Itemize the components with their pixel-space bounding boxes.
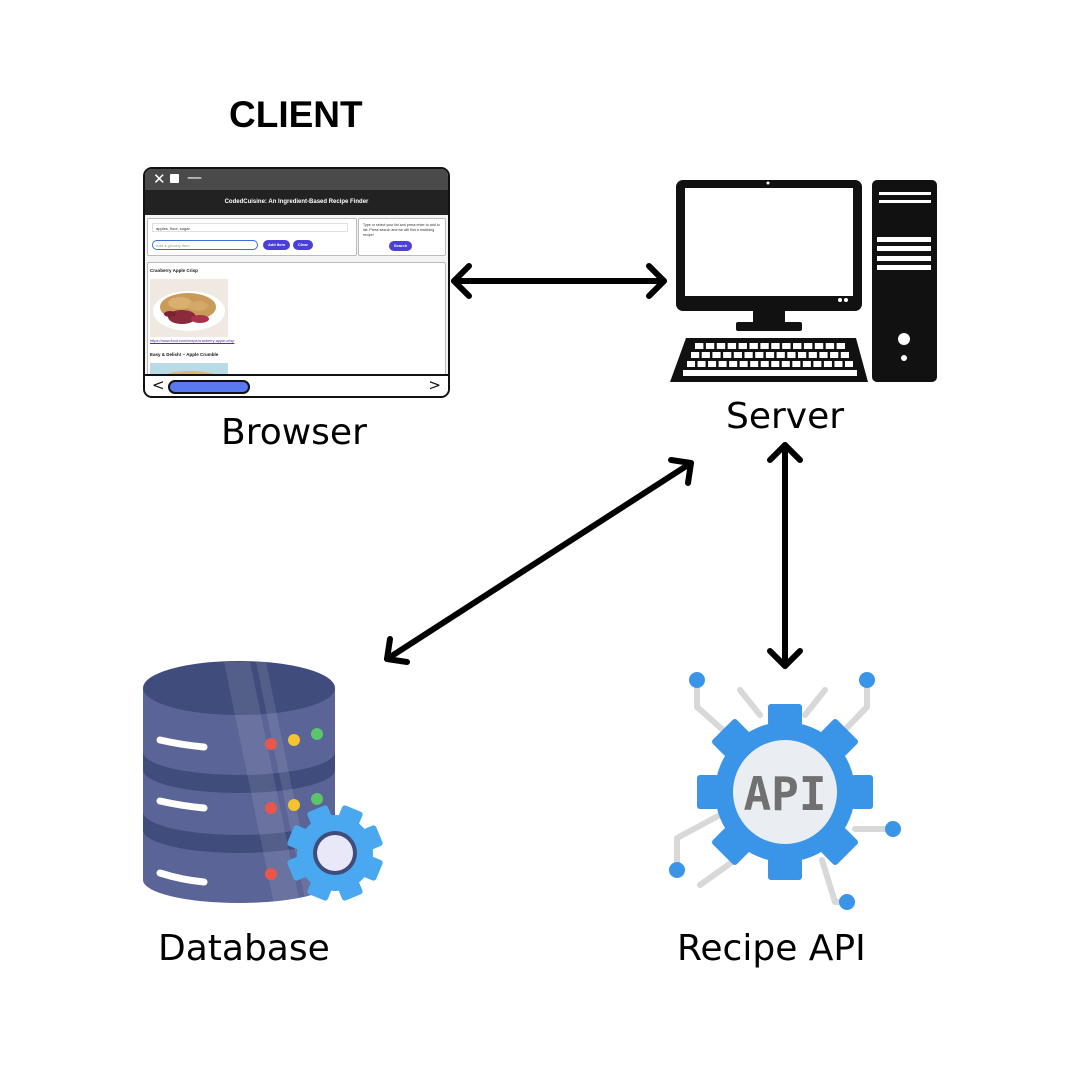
server-label: Server <box>726 396 845 437</box>
keyboard-key <box>844 361 853 367</box>
scrollbar-thumb[interactable] <box>168 380 250 394</box>
keyboard-key <box>697 361 706 367</box>
results-panel: Cranberry Apple Crisp https://www.food.c… <box>147 262 446 376</box>
api-gear-icon: API <box>669 672 901 910</box>
recipe-api-label: Recipe API <box>677 928 866 969</box>
keyboard-key <box>834 361 843 367</box>
keyboard-key <box>793 343 802 349</box>
arrow-browser-server <box>451 263 667 299</box>
scroll-right-icon[interactable]: > <box>428 376 441 394</box>
keyboard-key <box>708 361 717 367</box>
keyboard-key <box>750 361 759 367</box>
search-button[interactable]: Search <box>389 241 412 251</box>
keyboard-key <box>781 361 790 367</box>
keyboard-key <box>823 361 832 367</box>
keyboard-key <box>830 352 839 358</box>
keyboard-key <box>825 343 835 349</box>
add-item-button[interactable]: Add Item <box>263 240 290 250</box>
api-badge-text: API <box>743 767 826 821</box>
keyboard-key <box>744 352 753 358</box>
maximize-icon[interactable] <box>170 174 179 183</box>
close-icon[interactable]: ✕ <box>153 170 166 188</box>
server-tower <box>872 180 937 382</box>
monitor-screen <box>685 188 853 296</box>
keyboard-key <box>808 352 817 358</box>
keyboard-key <box>776 352 785 358</box>
settings-gear-icon <box>287 805 383 901</box>
keyboard-key <box>718 361 727 367</box>
keyboard-key <box>739 361 748 367</box>
search-panel: apples, flour, sugar Add a grocery item … <box>147 218 357 256</box>
keyboard-key <box>760 343 769 349</box>
keyboard-key <box>712 352 721 358</box>
keyboard-key <box>819 352 828 358</box>
keyboard-key <box>691 352 700 358</box>
keyboard-spacebar <box>683 370 857 376</box>
gear-tooth <box>851 775 873 809</box>
keyboard-key <box>749 343 758 349</box>
keyboard-key <box>771 361 780 367</box>
keyboard-key <box>803 343 813 349</box>
monitor-stand <box>753 311 785 323</box>
keyboard-key <box>782 343 791 349</box>
keyboard-key <box>787 352 796 358</box>
database-label: Database <box>158 928 330 969</box>
gear-tooth <box>711 718 750 757</box>
keyboard-key <box>727 343 737 349</box>
client-title: CLIENT <box>229 94 363 135</box>
gear-tooth <box>820 718 859 757</box>
keyboard-key <box>813 361 822 367</box>
keyboard-key <box>771 343 780 349</box>
keyboard-key <box>701 352 710 358</box>
gear-tooth <box>768 858 802 880</box>
browser-label: Browser <box>221 412 367 453</box>
keyboard-key <box>729 361 738 367</box>
keyboard-key <box>687 361 696 367</box>
grocery-item-input[interactable]: Add a grocery item <box>152 240 258 250</box>
gear-tooth <box>697 775 719 809</box>
desktop-computer-icon <box>670 180 937 382</box>
database-gear-icon <box>143 661 383 904</box>
arrow-database-server <box>384 457 694 665</box>
keyboard-key <box>802 361 811 367</box>
help-panel: Type or select your list and press enter… <box>358 218 446 256</box>
keyboard-key <box>798 352 807 358</box>
keyboard-key <box>792 361 801 367</box>
keyboard-key <box>716 343 726 349</box>
keyboard-key <box>695 343 704 349</box>
arrow-server-recipe-api <box>767 442 803 669</box>
scroll-left-icon[interactable]: < <box>152 376 165 394</box>
horizontal-scrollbar[interactable]: < > <box>145 374 448 396</box>
result-link[interactable]: https://www.food.com/recipe/cranberry-ap… <box>150 339 235 343</box>
clear-button[interactable]: Clear <box>293 240 313 250</box>
keyboard-key <box>723 352 732 358</box>
keyboard-key <box>836 343 845 349</box>
keyboard-key <box>738 343 747 349</box>
keyboard-key <box>755 352 764 358</box>
result-title: Cranberry Apple Crisp <box>150 268 198 273</box>
database-top <box>143 661 335 715</box>
keyboard-key <box>733 352 742 358</box>
keyboard-key <box>840 352 849 358</box>
monitor-base <box>736 322 802 331</box>
help-text: Type or select your list and press enter… <box>363 223 440 237</box>
recipe-photo <box>150 279 228 337</box>
gear-tooth <box>711 827 750 866</box>
keyboard-key <box>760 361 769 367</box>
browser-window-icon: ✕ — CodedCuisine: An Ingredient-Based Re… <box>143 167 450 398</box>
keyboard-key <box>765 352 775 358</box>
browser-titlebar: ✕ — <box>145 169 448 190</box>
keyboard-key <box>814 343 824 349</box>
keyboard-key <box>705 343 715 349</box>
result-title: Easy & Delish! ~ Apple Crumble <box>150 352 219 357</box>
minimize-icon[interactable]: — <box>187 168 202 186</box>
gear-tooth <box>768 704 802 726</box>
app-title: CodedCuisine: An Ingredient-Based Recipe… <box>145 190 448 215</box>
gear-tooth <box>820 827 859 866</box>
ingredients-field[interactable]: apples, flour, sugar <box>152 223 348 232</box>
